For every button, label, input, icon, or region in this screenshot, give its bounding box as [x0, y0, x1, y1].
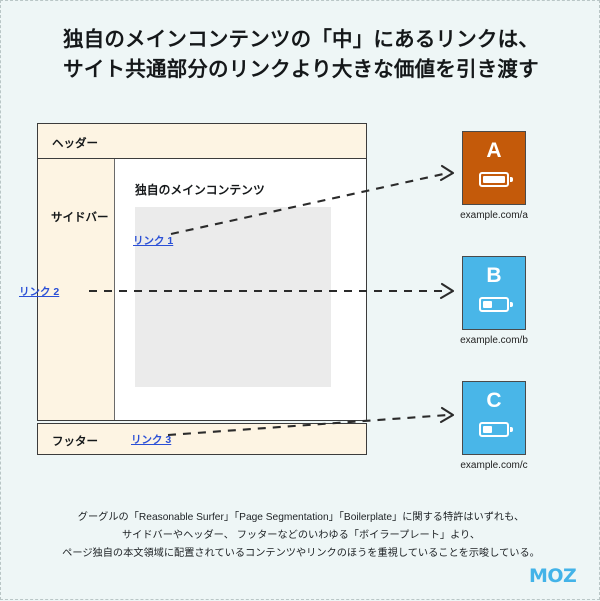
arrowhead-a-icon	[439, 164, 455, 182]
target-card-b-caption: example.com/b	[460, 335, 528, 346]
explanatory-note: グーグルの「Reasonable Surfer」「Page Segmentati…	[1, 509, 600, 563]
wireframe-link-1[interactable]: リンク 1	[133, 235, 174, 247]
moz-logo: MOZ	[529, 565, 577, 587]
battery-full-icon	[479, 172, 514, 187]
wireframe-main-content-region: 独自のメインコンテンツ	[115, 159, 366, 420]
target-card-a[interactable]: A	[462, 131, 526, 205]
target-card-a-letter: A	[486, 139, 502, 162]
wireframe-link-3[interactable]: リンク 3	[131, 434, 172, 446]
wireframe-header-label: ヘッダー	[52, 138, 98, 150]
page-title-line-2: サイト共通部分のリンクより大きな価値を引き渡す	[63, 58, 539, 81]
wireframe-header-region: ヘッダー	[37, 123, 367, 159]
arrowhead-b-icon	[439, 282, 455, 300]
target-card-c[interactable]: C	[462, 381, 526, 455]
wireframe-footer-region: フッター	[37, 423, 367, 455]
wireframe-sidebar-label: サイドバー	[51, 212, 109, 224]
target-card-b[interactable]: B	[462, 256, 526, 330]
target-card-b-letter: B	[486, 264, 502, 287]
explanatory-note-line-2: サイドバーやヘッダー、 フッターなどのいわゆる「ボイラープレート」より、	[121, 530, 481, 541]
target-card-c-letter: C	[486, 389, 502, 412]
wireframe-footer-label: フッター	[52, 436, 98, 448]
target-card-c-caption: example.com/c	[460, 460, 528, 471]
target-card-a-caption: example.com/a	[460, 210, 528, 221]
arrowhead-c-icon	[439, 406, 455, 424]
page-title: 独自のメインコンテンツの「中」にあるリンクは、 サイト共通部分のリンクより大きな…	[1, 25, 600, 85]
battery-partial-icon	[479, 422, 514, 437]
wireframe-main-content-label: 独自のメインコンテンツ	[135, 183, 265, 197]
main-content-body-box	[135, 207, 331, 387]
page-wireframe: ヘッダー サイドバー 独自のメインコンテンツ フッター	[37, 123, 367, 455]
wireframe-sidebar-region: サイドバー	[38, 159, 115, 420]
explanatory-note-line-1: グーグルの「Reasonable Surfer」「Page Segmentati…	[77, 512, 525, 523]
page-title-line-1: 独自のメインコンテンツの「中」にあるリンクは、	[62, 28, 540, 51]
battery-fill-a	[482, 175, 506, 184]
battery-partial-icon	[479, 297, 514, 312]
battery-fill-b	[482, 300, 492, 309]
wireframe-link-2[interactable]: リンク 2	[19, 286, 60, 298]
wireframe-body-region: サイドバー 独自のメインコンテンツ	[37, 159, 367, 421]
battery-fill-c	[482, 425, 492, 434]
explanatory-note-line-3: ページ独自の本文領域に配置されているコンテンツやリンクのほうを重視していることを…	[62, 548, 540, 559]
